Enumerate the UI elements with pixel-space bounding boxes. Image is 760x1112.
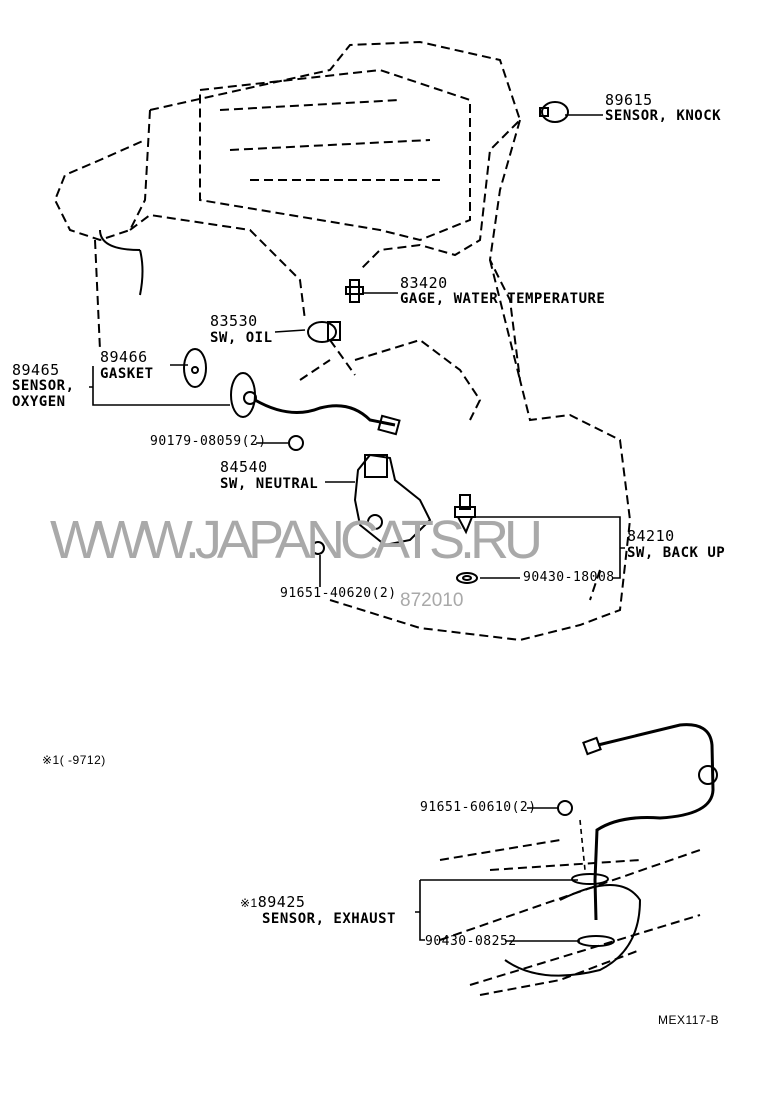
part-number-90430-08252[interactable]: 90430-08252 (425, 934, 517, 949)
nut-icon (288, 435, 304, 451)
part-number-83420[interactable]: 83420 (400, 274, 448, 292)
washer-icon (456, 572, 478, 584)
part-name-oxygen-sensor-2[interactable]: OXYGEN (12, 394, 66, 410)
applicability-note: ※1( -9712) (42, 753, 106, 767)
knock-sensor-icon (539, 101, 569, 123)
part-name-backup-switch[interactable]: SW, BACK UP (627, 545, 726, 561)
oxygen-sensor-icon (230, 372, 401, 436)
oil-switch-icon (307, 321, 341, 343)
part-number-83530[interactable]: 83530 (210, 312, 258, 330)
neutral-switch-icon (353, 453, 432, 547)
part-name-knock-sensor[interactable]: SENSOR, KNOCK (605, 108, 722, 124)
backup-switch-icon (454, 494, 476, 535)
part-number-89465[interactable]: 89465 (12, 361, 60, 379)
part-name-neutral-switch[interactable]: SW, NEUTRAL (220, 476, 319, 492)
part-number-84210[interactable]: 84210 (627, 527, 675, 545)
part-number-89615[interactable]: 89615 (605, 91, 653, 109)
watermark-site: WWW.JAPANCATS.RU (50, 510, 543, 570)
part-number-90179-08059[interactable]: 90179-08059(2) (150, 434, 267, 449)
exhaust-sensor-icon (504, 723, 718, 977)
part-number-90430-18008[interactable]: 90430-18008 (523, 570, 615, 585)
part-name-oxygen-sensor-1[interactable]: SENSOR, (12, 378, 75, 394)
part-number-89425[interactable]: ※189425 (240, 894, 305, 911)
part-number-84540[interactable]: 84540 (220, 458, 268, 476)
water-temp-gage-icon (345, 279, 364, 303)
diagram-code: MEX117-B (658, 1013, 720, 1027)
note-marker: ※1 (240, 896, 258, 910)
engine-outline (53, 40, 701, 996)
part-name-gasket[interactable]: GASKET (100, 366, 154, 382)
part-name-oil-switch[interactable]: SW, OIL (210, 330, 273, 346)
part-number-89466[interactable]: 89466 (100, 348, 148, 366)
part-number-89425-text: 89425 (257, 893, 306, 911)
watermark-code: 872010 (400, 590, 464, 611)
part-number-91651-60610[interactable]: 91651-60610(2) (420, 800, 537, 815)
gasket-icon (183, 348, 207, 388)
bolt-icon (311, 541, 325, 555)
leader-lines (89, 114, 625, 942)
part-name-exhaust-sensor[interactable]: SENSOR, EXHAUST (262, 911, 396, 927)
part-number-91651-40620[interactable]: 91651-40620(2) (280, 586, 397, 601)
part-name-water-temp-gage[interactable]: GAGE, WATER TEMPERATURE (400, 291, 606, 307)
